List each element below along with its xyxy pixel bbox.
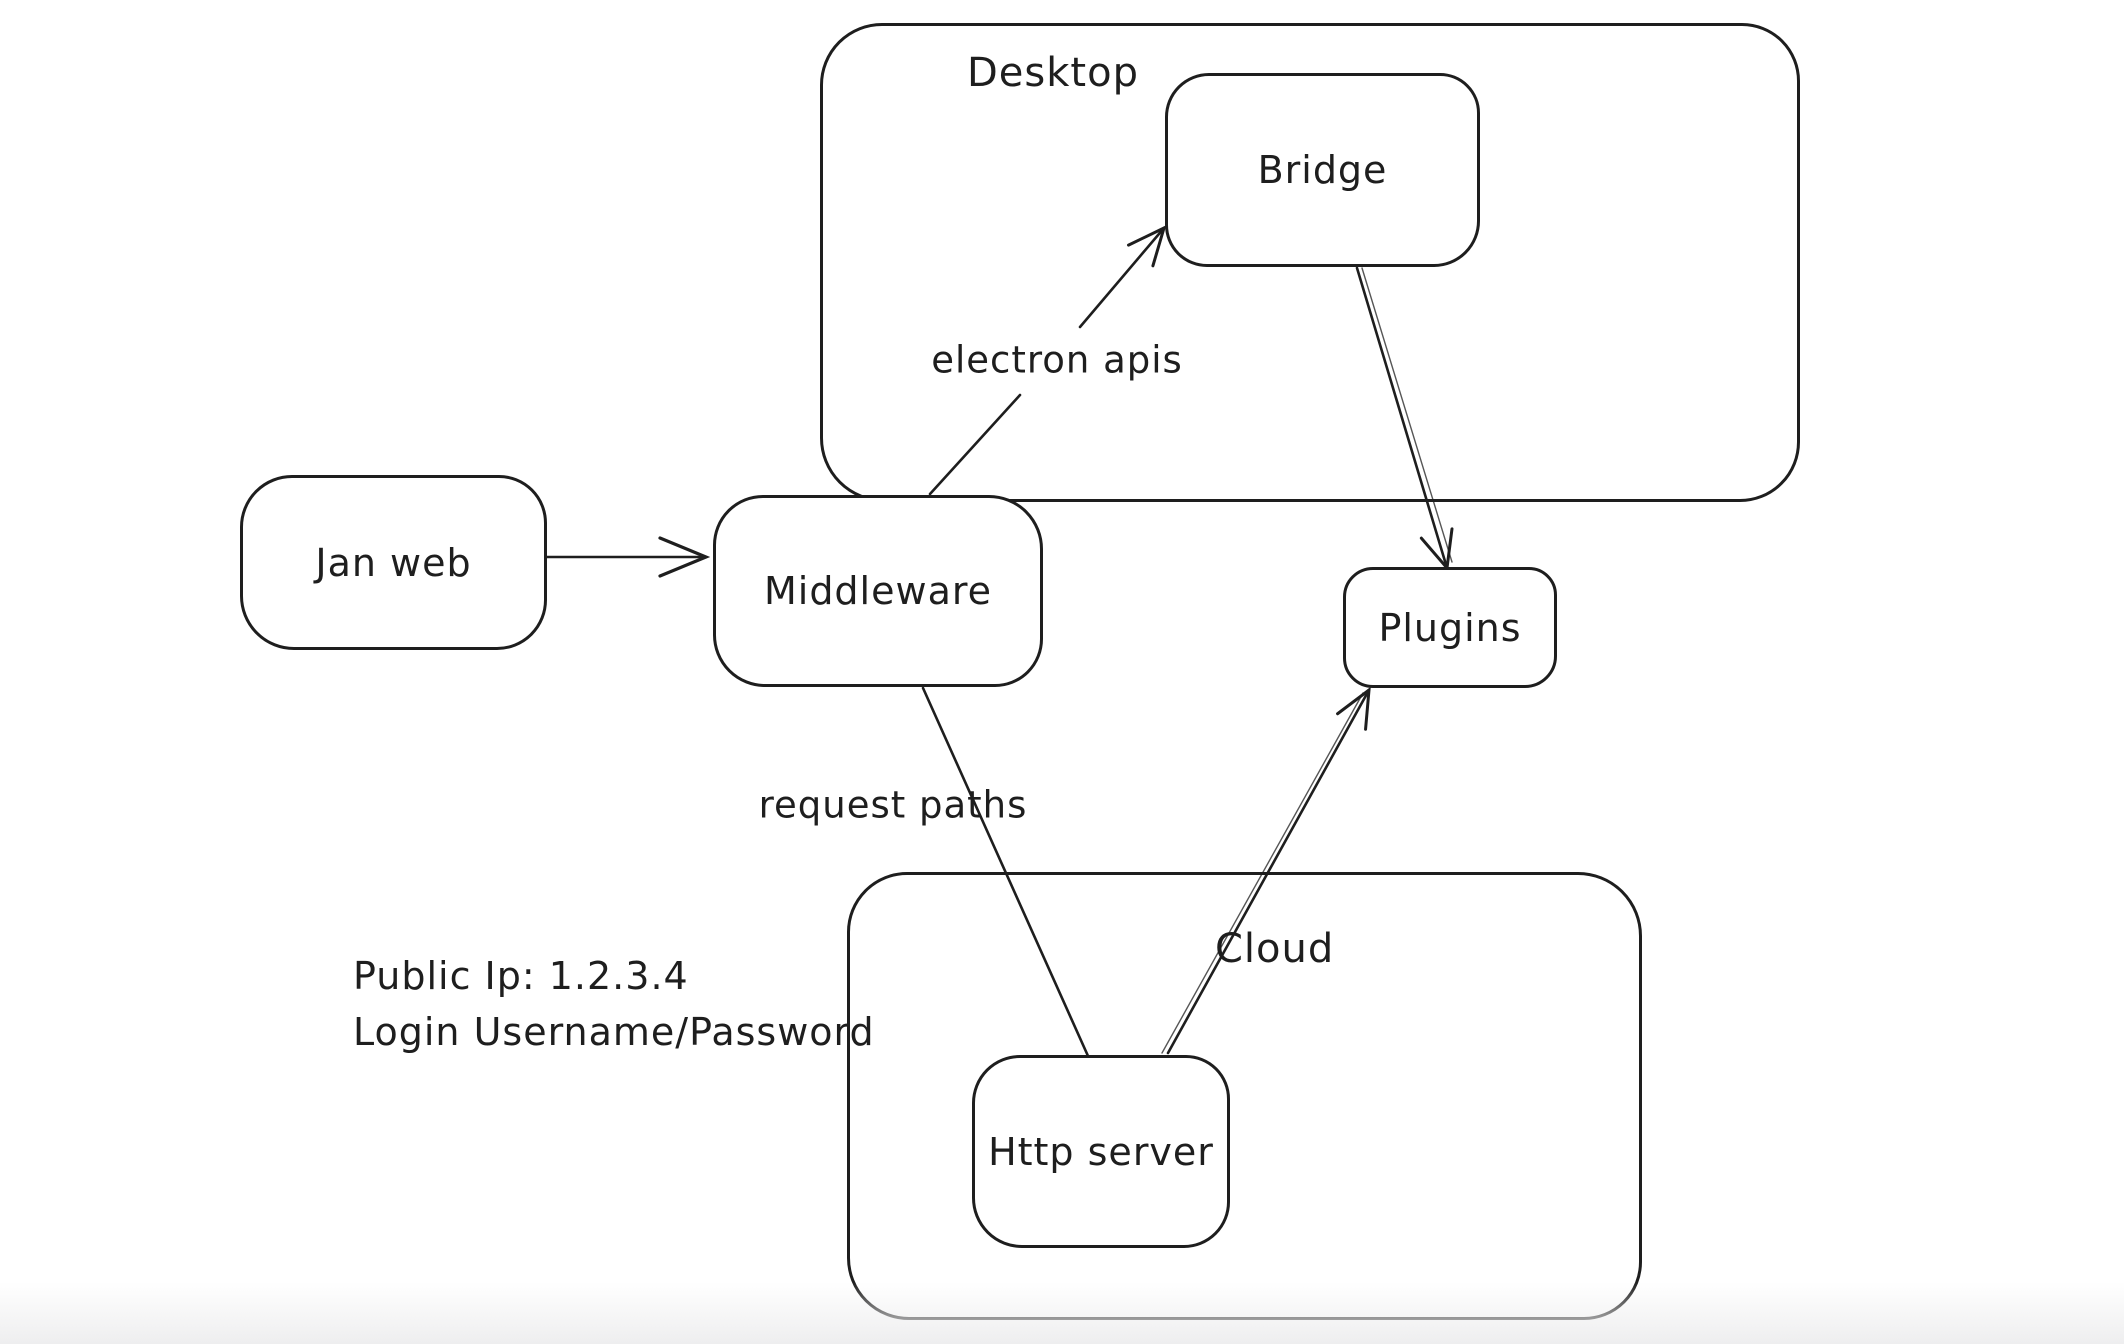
plugins-label: Plugins: [1378, 605, 1522, 650]
note-public-ip: Public Ip: 1.2.3.4: [353, 954, 689, 998]
note-login: Login Username/Password: [353, 1010, 875, 1054]
jan-web-label: Jan web: [315, 540, 472, 585]
middleware-label: Middleware: [763, 569, 993, 613]
middleware-node[interactable]: Middleware: [713, 495, 1043, 687]
http-server-node[interactable]: Http server: [972, 1055, 1230, 1248]
edge-middleware-to-bridge-upper[interactable]: [1078, 225, 1167, 329]
desktop-container[interactable]: [820, 23, 1800, 502]
cloud-container-label[interactable]: Cloud: [1215, 926, 1335, 972]
edge-http-server-to-plugins[interactable]: [1166, 686, 1371, 1055]
edge-label-request-paths[interactable]: request paths: [758, 783, 1028, 827]
edge-middleware-to-http-server[interactable]: [921, 686, 1090, 1058]
credentials-note[interactable]: Public Ip: 1.2.3.4 Login Username/Passwo…: [353, 948, 875, 1060]
edge-middleware-to-bridge-lower[interactable]: [928, 393, 1022, 496]
bridge-label: Bridge: [1257, 148, 1388, 192]
http-server-label: Http server: [988, 1129, 1214, 1174]
bridge-node[interactable]: Bridge: [1165, 73, 1480, 267]
edge-label-electron-apis[interactable]: electron apis: [931, 338, 1183, 382]
plugins-node[interactable]: Plugins: [1343, 567, 1557, 688]
edge-bridge-to-plugins[interactable]: [1355, 266, 1454, 572]
edge-http-server-to-plugins-restroke: [1161, 692, 1364, 1054]
edge-bridge-to-plugins-restroke: [1361, 267, 1453, 563]
desktop-container-label[interactable]: Desktop: [967, 50, 1139, 96]
jan-web-node[interactable]: Jan web: [240, 475, 547, 650]
